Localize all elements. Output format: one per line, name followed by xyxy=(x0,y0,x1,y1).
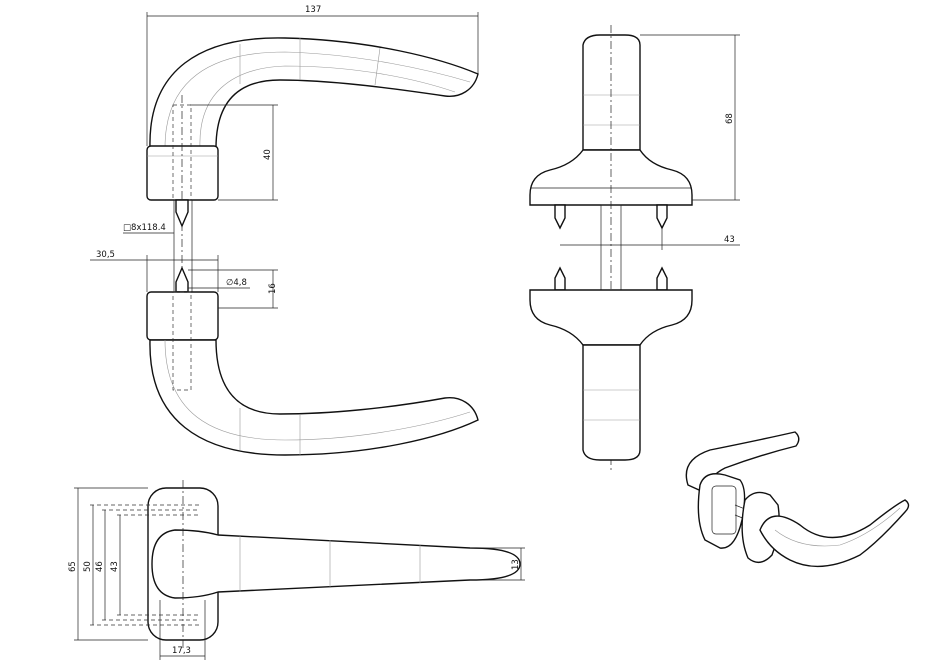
dim-rose-width: 30,5 xyxy=(96,250,115,260)
dim-spindle: □8x118.4 xyxy=(123,223,166,233)
lever-top xyxy=(151,529,521,599)
screw-tip-lower xyxy=(175,266,189,293)
upper-rose xyxy=(146,145,219,201)
lower-rose-side xyxy=(529,289,693,346)
dim-screw-diameter: ∅4,8 xyxy=(226,278,247,288)
top-view: 65 50 46 43 13 17,3 xyxy=(68,480,525,660)
dim-height: 68 xyxy=(725,113,735,124)
lower-grip xyxy=(582,344,641,461)
dim-43: 43 xyxy=(110,561,120,572)
iso-rose-back xyxy=(697,473,746,549)
front-view: 137 40 □8x118.4 30,5 ∅4,8 16 xyxy=(90,5,479,456)
lower-lever xyxy=(149,339,479,456)
dim-lever-height: 40 xyxy=(263,149,273,160)
dim-50: 50 xyxy=(83,561,93,572)
upper-lever xyxy=(149,37,479,149)
dim-rose-height: 65 xyxy=(68,561,78,572)
upper-grip xyxy=(582,34,641,151)
side-view: 68 43 xyxy=(529,25,740,470)
dim-neck-width: 17,3 xyxy=(172,646,191,656)
dim-overall-width: 137 xyxy=(305,5,321,15)
dim-grip-width: 13 xyxy=(511,559,521,570)
screw-tip-upper xyxy=(175,199,189,228)
lower-rose xyxy=(146,291,219,341)
dim-pin-spacing: 43 xyxy=(724,235,735,245)
upper-rose-side xyxy=(529,149,693,206)
dim-46: 46 xyxy=(95,561,105,572)
isometric-view xyxy=(685,431,910,568)
iso-lever-front xyxy=(759,499,910,568)
dim-rose-depth: 16 xyxy=(268,283,278,294)
